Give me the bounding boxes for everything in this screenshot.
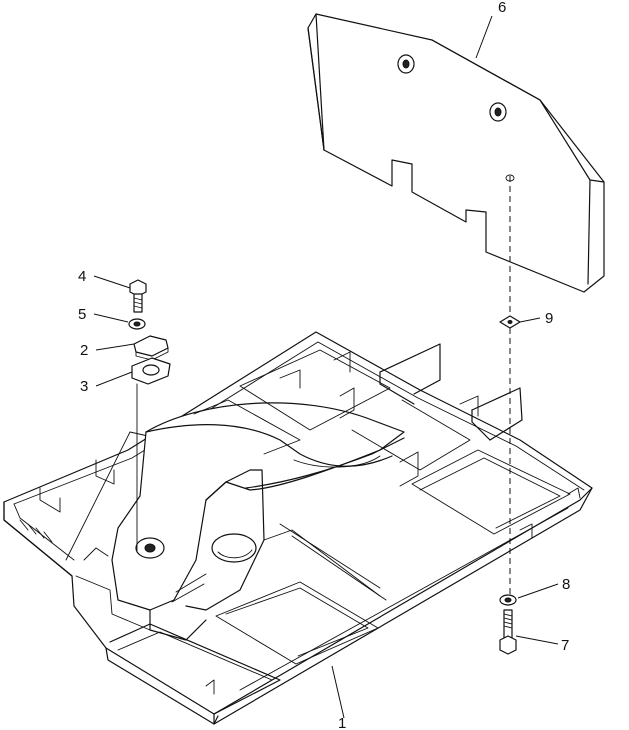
shim-part-9	[499, 315, 521, 329]
cover-part-2	[133, 335, 169, 361]
callout-3: 3	[80, 378, 88, 395]
callout-4: 4	[78, 268, 86, 285]
leader-lines	[93, 15, 559, 719]
counterweight-mount-hole	[505, 174, 515, 182]
bolt-part-4	[129, 279, 147, 313]
callout-2: 2	[80, 342, 88, 359]
callout-8: 8	[562, 576, 570, 593]
revolving-frame-part	[3, 331, 593, 725]
counterweight-part	[307, 13, 605, 293]
callout-9: 9	[545, 310, 553, 327]
washer-part-5	[128, 318, 146, 330]
washer-part-8	[499, 594, 517, 606]
callout-7: 7	[561, 637, 569, 654]
callout-1: 1	[338, 715, 346, 730]
callout-5: 5	[78, 306, 86, 323]
bolt-part-7	[499, 609, 517, 655]
gasket-part-3	[131, 357, 171, 385]
callout-6: 6	[498, 0, 506, 16]
